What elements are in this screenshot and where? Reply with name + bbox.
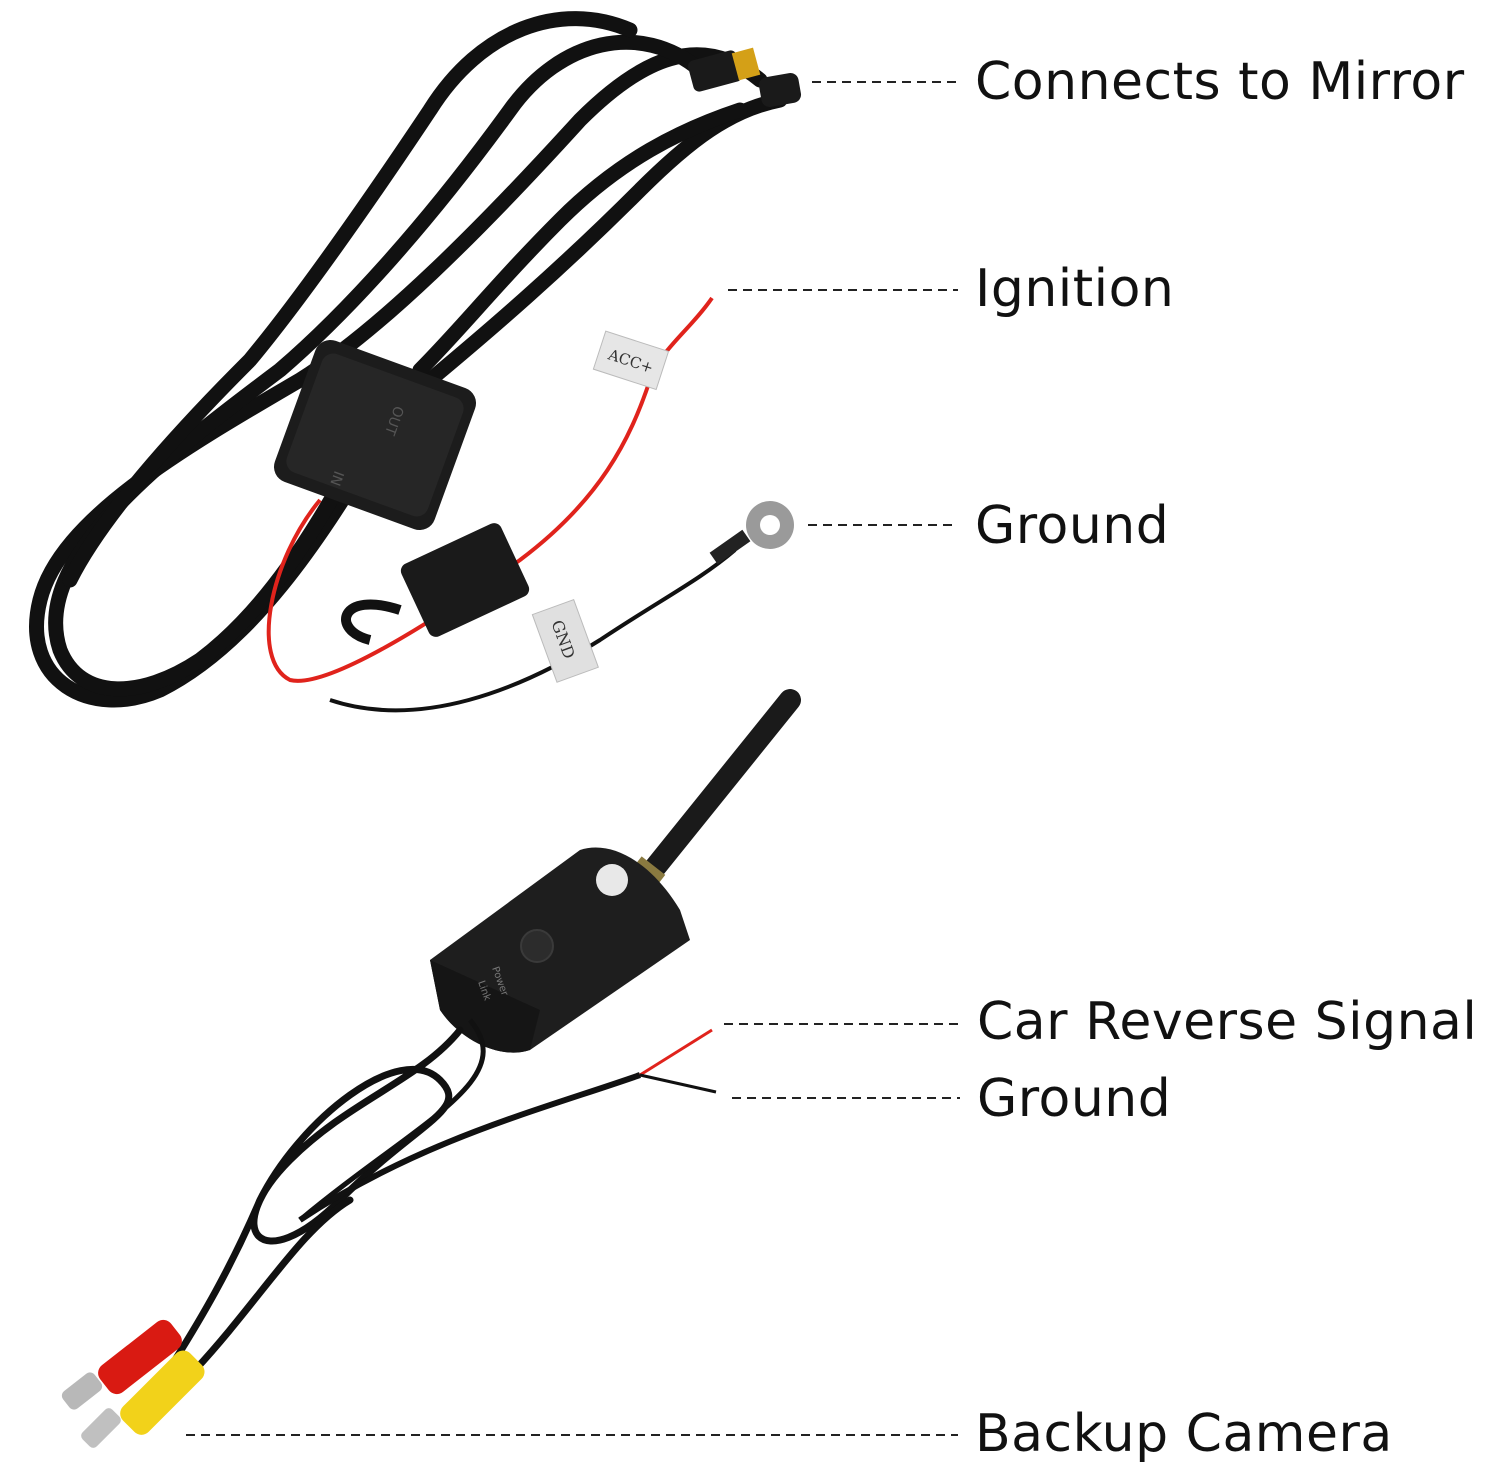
fuse-holder — [341, 523, 530, 645]
reverse-sleeve — [298, 1072, 641, 1223]
label-ground-top: Ground — [975, 496, 1170, 556]
mirror-harness-cable — [29, 11, 788, 708]
junction-box: OUT IN — [273, 339, 477, 531]
ground-black-wire — [329, 548, 737, 713]
rca-red-plug — [61, 1319, 182, 1410]
label-ground-bottom: Ground — [977, 1069, 1172, 1129]
wireless-transmitter: Power Link — [430, 689, 801, 1053]
reverse-red-wire — [639, 1028, 713, 1077]
ring-terminal — [709, 501, 794, 565]
label-backup-camera: Backup Camera — [975, 1404, 1393, 1464]
box-in-label: IN — [326, 469, 346, 488]
label-car-reverse-signal: Car Reverse Signal — [977, 992, 1478, 1052]
gnd-tag: GND — [531, 598, 599, 683]
reverse-signal-wire — [298, 1018, 486, 1222]
acc-tag: ACC+ — [592, 330, 670, 391]
label-ignition: Ignition — [975, 259, 1175, 319]
mirror-connector — [688, 47, 802, 107]
reverse-black-wire — [639, 1073, 717, 1094]
camera-cable — [171, 1026, 464, 1374]
label-connects-to-mirror: Connects to Mirror — [975, 52, 1465, 112]
rca-yellow-plug — [81, 1350, 205, 1448]
